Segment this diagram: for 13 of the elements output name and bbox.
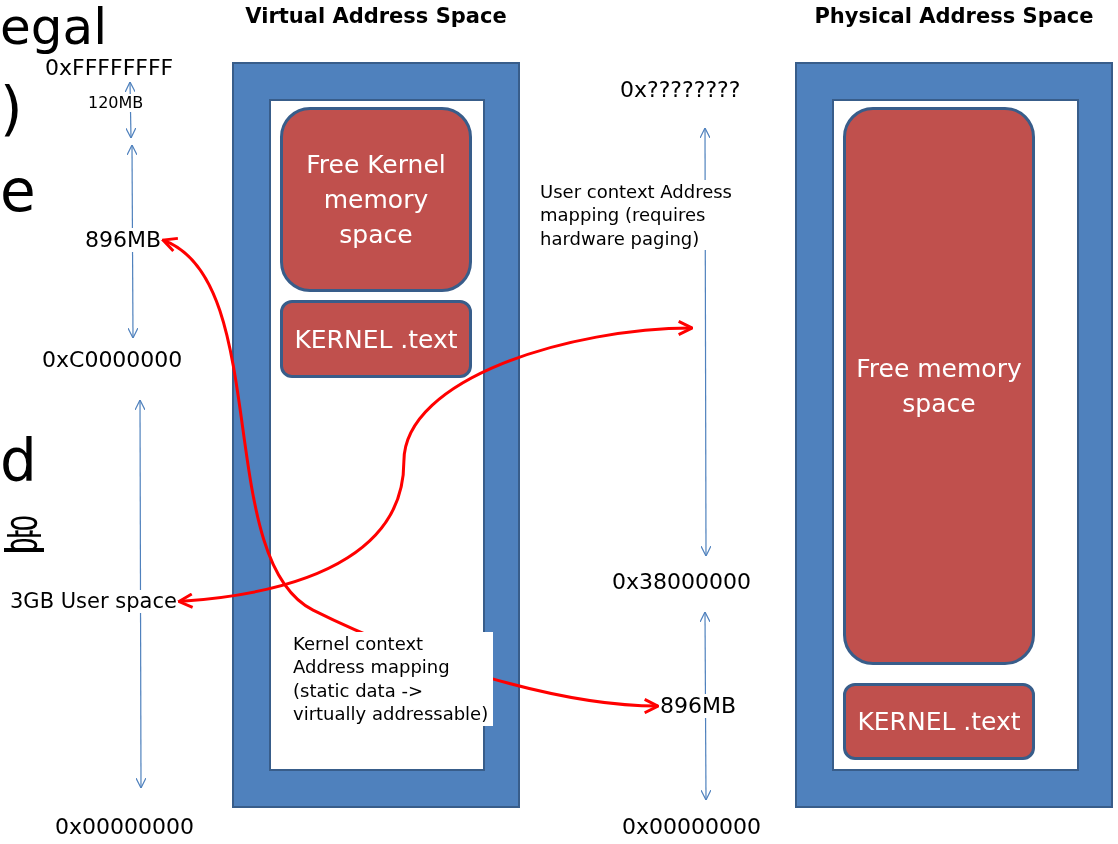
annotation-text: Kernel context Address mapping (static data -> virtually addressable) <box>293 632 493 726</box>
mapping-arrow <box>177 320 694 609</box>
address-label: 3GB User space <box>10 590 177 614</box>
memory-region-box: KERNEL .text <box>843 683 1035 760</box>
address-label: 896MB <box>85 228 162 253</box>
address-label: 896MB <box>660 694 737 719</box>
memory-region-box: Free Kernel memory space <box>280 107 472 292</box>
size-label: 120MB <box>88 94 144 112</box>
memory-region-box: KERNEL .text <box>280 300 472 378</box>
memory-region-box: Free memory space <box>843 107 1035 665</box>
panel-heading: Physical Address Space <box>813 4 1095 28</box>
mapping-arrow <box>161 238 660 714</box>
panel-heading: Virtual Address Space <box>244 4 508 28</box>
